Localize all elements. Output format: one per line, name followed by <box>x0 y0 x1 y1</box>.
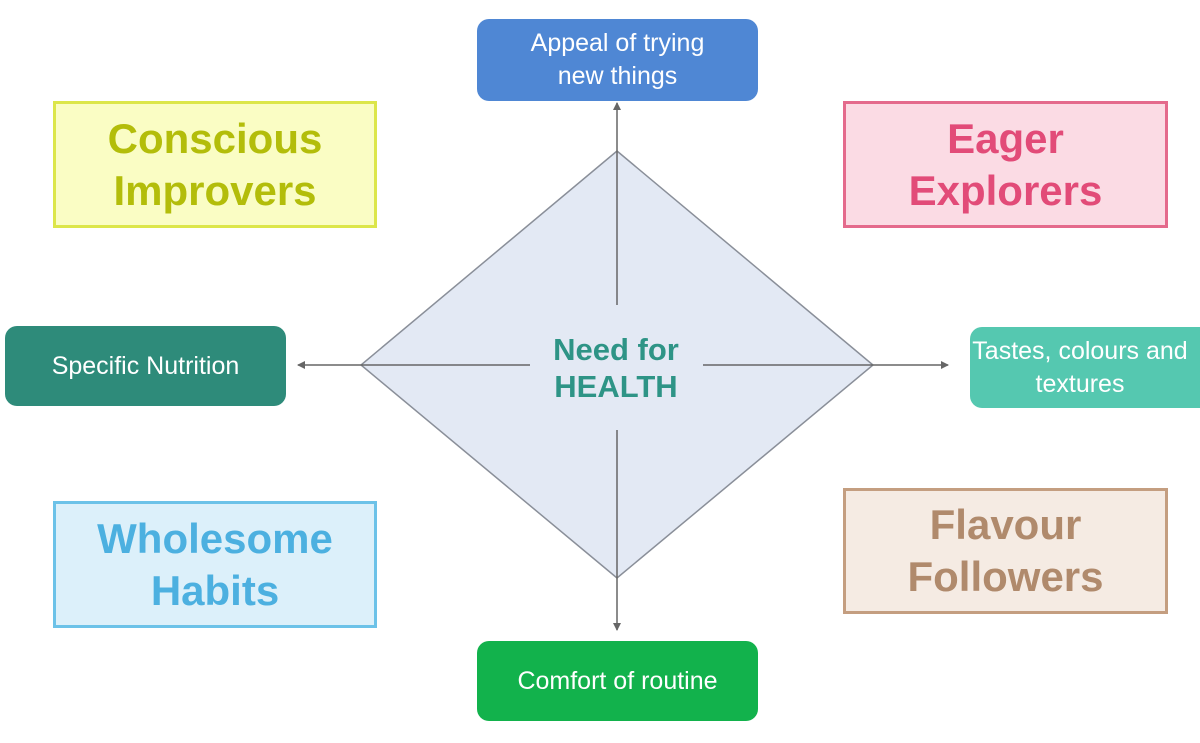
axis-top-label: Appeal of trying new things <box>530 29 705 90</box>
axis-top-box: Appeal of trying new things <box>477 19 758 101</box>
segment-wholesome-habits: Wholesome Habits <box>53 501 377 628</box>
segment-flavour-followers: Flavour Followers <box>843 488 1168 614</box>
segment-wholesome-habits-label: Wholesome Habits <box>97 514 333 614</box>
axis-bottom-label: Comfort of routine <box>517 666 718 695</box>
axis-right-label: Tastes, colours and textures <box>972 336 1188 398</box>
segment-flavour-followers-label: Flavour Followers <box>907 501 1104 600</box>
segment-eager-explorers-label: Eager Explorers <box>908 114 1103 214</box>
axis-left-box: Specific Nutrition <box>5 326 286 406</box>
center-label: Need for HEALTH <box>533 308 699 428</box>
axis-right-box: Tastes, colours and textures <box>970 327 1200 408</box>
segment-conscious-improvers: Conscious Improvers <box>53 101 377 228</box>
axis-bottom-box: Comfort of routine <box>477 641 758 721</box>
segment-conscious-improvers-label: Conscious Improvers <box>107 114 323 214</box>
axis-left-label: Specific Nutrition <box>51 351 240 380</box>
segment-eager-explorers: Eager Explorers <box>843 101 1168 228</box>
